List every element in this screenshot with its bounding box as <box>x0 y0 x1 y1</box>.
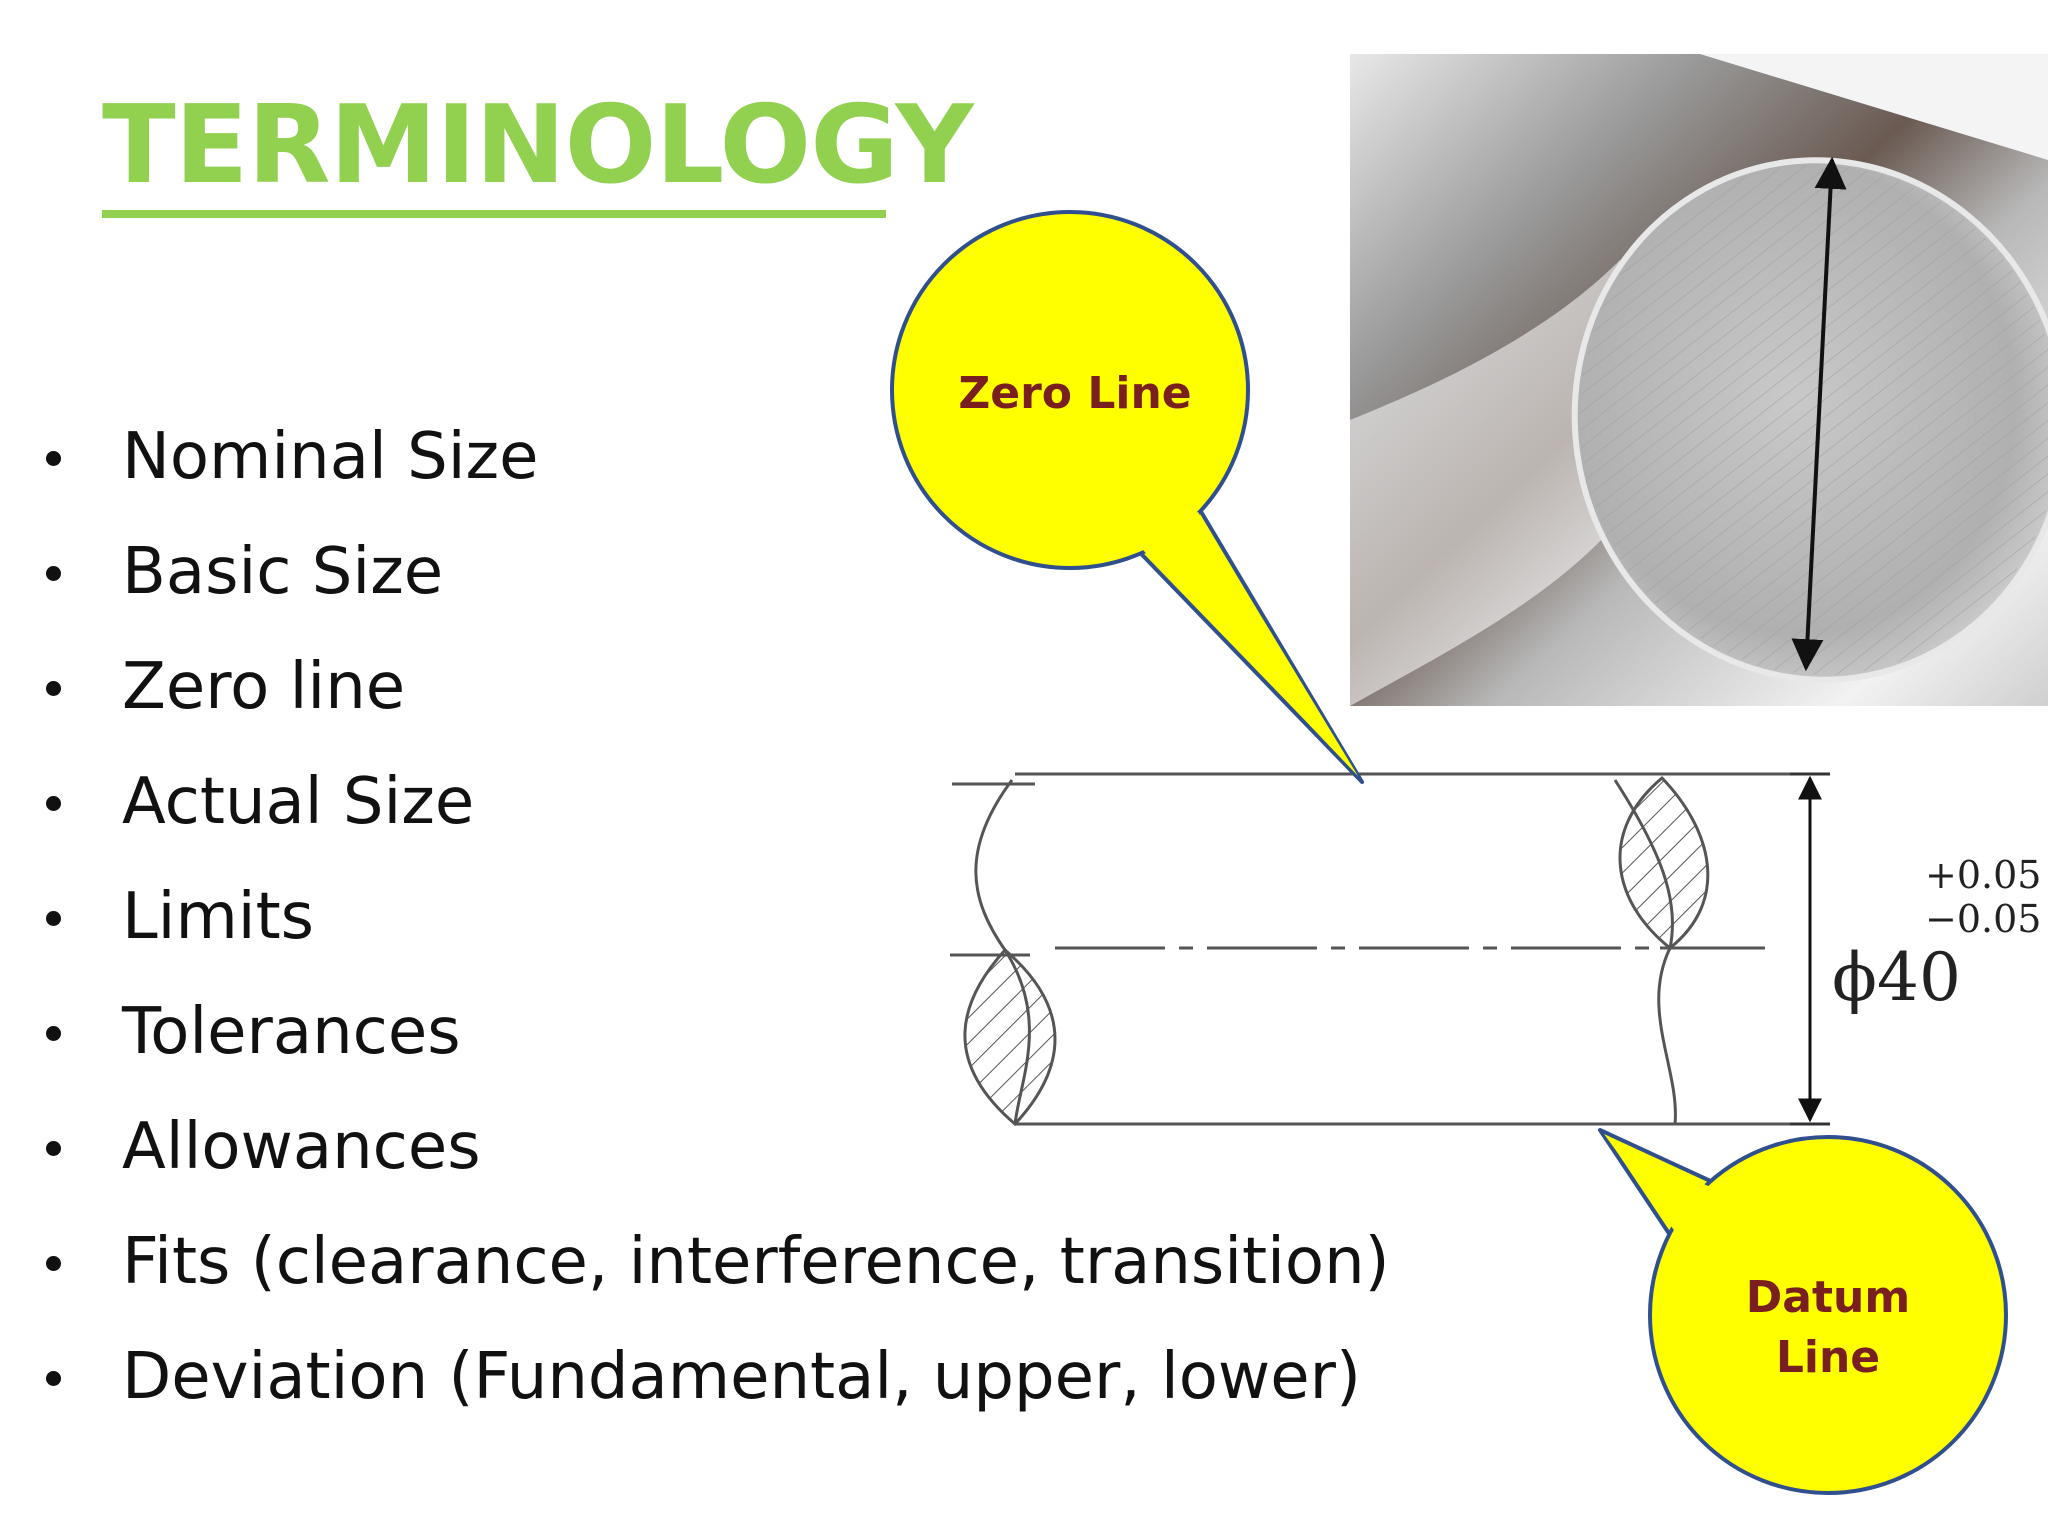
metal-rod-photo <box>1350 54 2048 706</box>
list-item: Tolerances <box>40 975 1390 1090</box>
upper-tolerance-label: +0.05 <box>1925 853 2041 897</box>
datum-line-label: Datum <box>1746 1272 1910 1323</box>
bullet-icon <box>46 681 61 696</box>
list-item: Limits <box>40 860 1390 975</box>
bullet-icon <box>46 451 61 466</box>
list-item-text: Tolerances <box>122 995 461 1069</box>
diameter-label: ϕ40 <box>1832 939 1961 1016</box>
list-item: Fits (clearance, interference, transitio… <box>40 1205 1390 1320</box>
zero-line-callout: Zero Line <box>890 210 1364 784</box>
list-item: Basic Size <box>40 515 1390 630</box>
list-item-text: Fits (clearance, interference, transitio… <box>122 1225 1390 1299</box>
list-item: Actual Size <box>40 745 1390 860</box>
bullet-icon <box>46 1371 61 1386</box>
list-item-text: Actual Size <box>122 765 475 839</box>
diameter-arrow-icon <box>1791 156 1847 672</box>
list-item-text: Allowances <box>122 1110 481 1184</box>
bullet-icon <box>46 796 61 811</box>
list-item-text: Zero line <box>122 650 406 724</box>
title-underline <box>102 210 886 218</box>
list-item-text: Deviation (Fundamental, upper, lower) <box>122 1340 1361 1414</box>
bullet-icon <box>46 566 61 581</box>
list-item-text: Basic Size <box>122 535 444 609</box>
bullet-icon <box>46 911 61 926</box>
datum-line-label: Line <box>1776 1332 1880 1383</box>
bullet-icon <box>46 1026 61 1041</box>
list-item: Nominal Size <box>40 400 1390 515</box>
terminology-list: Nominal Size Basic Size Zero line Actual… <box>40 400 1390 1435</box>
list-item: Zero line <box>40 630 1390 745</box>
list-item-text: Nominal Size <box>122 420 539 494</box>
page-title: TERMINOLOGY <box>102 83 974 208</box>
list-item: Allowances <box>40 1090 1390 1205</box>
bullet-icon <box>46 1256 61 1271</box>
datum-line-callout: Datum Line <box>1598 1128 2008 1495</box>
lower-tolerance-label: −0.05 <box>1925 897 2041 941</box>
shaft-drawing <box>950 772 1830 1127</box>
zero-line-label: Zero Line <box>958 368 1191 419</box>
list-item-text: Limits <box>122 880 314 954</box>
list-item: Deviation (Fundamental, upper, lower) <box>40 1320 1390 1435</box>
bullet-icon <box>46 1141 61 1156</box>
